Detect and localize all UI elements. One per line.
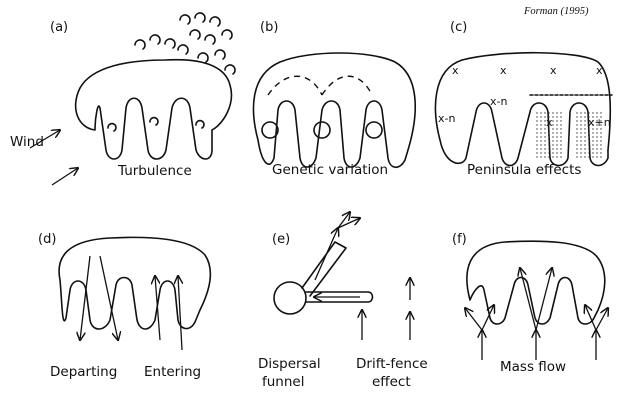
peninsula-mark: x	[452, 64, 459, 77]
panel-e-shape	[274, 212, 410, 340]
panel-c-shape	[435, 53, 612, 166]
citation: Forman (1995)	[524, 6, 588, 17]
panel-a-caption: Turbulence	[118, 163, 192, 179]
panel-e-letter: (e)	[272, 232, 290, 247]
panel-d-shape	[59, 237, 210, 350]
panel-e-caption-effect: effect	[372, 374, 411, 390]
wind-label: Wind	[10, 134, 44, 150]
panel-e-caption-funnel: funnel	[262, 374, 304, 390]
peninsula-mark: x-n	[438, 112, 455, 125]
panel-b-caption: Genetic variation	[272, 162, 388, 178]
panel-b-letter: (b)	[260, 20, 278, 35]
peninsula-mark: x+n	[588, 116, 611, 129]
peninsula-mark: x-n	[490, 95, 507, 108]
panel-d-caption-departing: Departing	[50, 364, 117, 380]
panel-f-caption: Mass flow	[500, 359, 566, 375]
panel-b-shape	[253, 53, 415, 167]
panel-d-letter: (d)	[38, 232, 56, 247]
peninsula-mark: x	[546, 116, 553, 129]
panel-c-caption: Peninsula effects	[467, 162, 581, 178]
panel-c-letter: (c)	[450, 20, 467, 35]
panel-a-letter: (a)	[50, 20, 68, 35]
panel-f-letter: (f)	[452, 232, 467, 247]
panel-e-caption-dispersal: Dispersal	[258, 356, 321, 372]
panel-f-shape	[465, 241, 608, 360]
panel-a-shape	[76, 60, 232, 159]
peninsula-mark: x	[500, 64, 507, 77]
peninsula-mark: x	[596, 64, 603, 77]
panel-e-caption-drift-fence: Drift-fence	[356, 356, 428, 372]
peninsula-mark: x	[550, 64, 557, 77]
panel-d-caption-entering: Entering	[144, 364, 201, 380]
